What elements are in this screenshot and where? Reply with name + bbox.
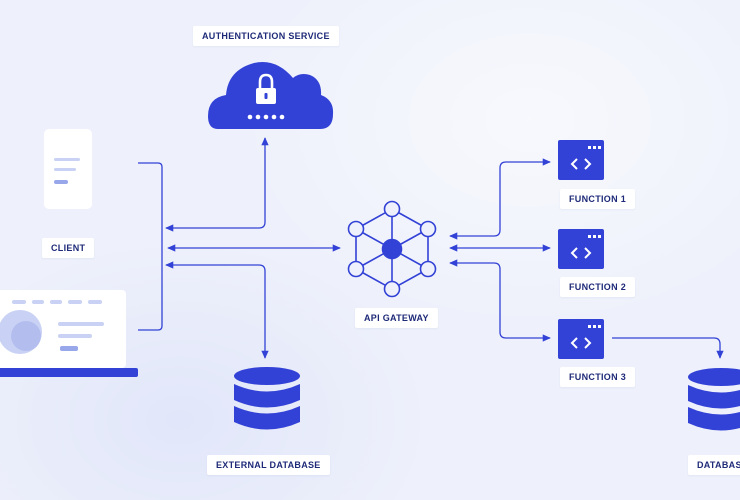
laptop-icon [0,290,138,377]
code-window-icon [558,229,604,269]
phone-icon [44,129,92,209]
network-hub-icon [347,200,437,298]
api-gateway-label: API GATEWAY [355,308,438,328]
auth-connector [165,137,269,232]
gateway-function1-connector [449,158,551,240]
client-label: CLIENT [42,238,95,258]
function1-label: FUNCTION 1 [560,189,635,209]
external-db-connector [165,261,269,359]
auth-service-label: AUTHENTICATION SERVICE [193,26,339,46]
client-bracket-connector [138,162,163,331]
function3-database-connector [612,337,724,359]
database-icon [234,367,300,430]
function2-label: FUNCTION 2 [560,277,635,297]
connectors [138,137,724,359]
gateway-function3-connector [449,259,551,342]
code-window-icon [558,319,604,359]
database-icon [688,368,740,431]
code-window-icon [558,140,604,180]
cloud-lock-icon [208,62,334,129]
external-database-label: EXTERNAL DATABASE [207,455,330,475]
function3-label: FUNCTION 3 [560,367,635,387]
database-label: DATABASE [688,455,740,475]
